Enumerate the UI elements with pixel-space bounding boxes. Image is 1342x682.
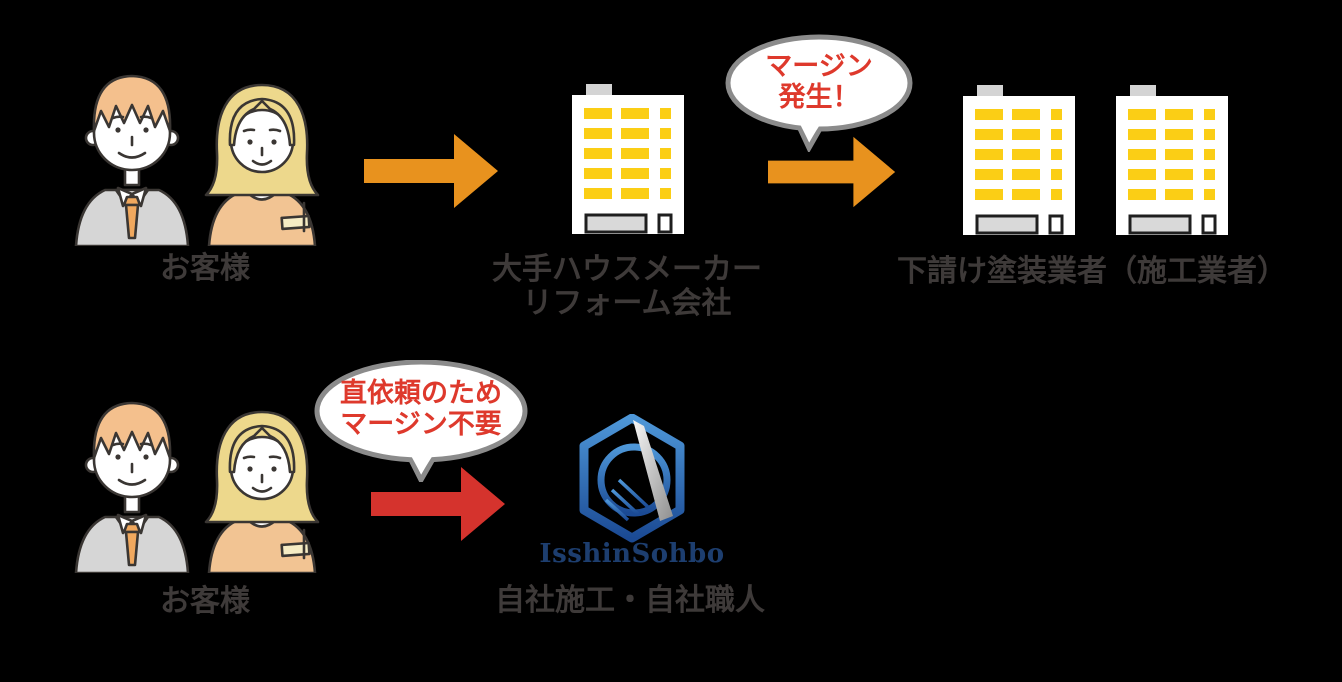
customer-couple-icon <box>66 61 336 246</box>
top-company-label: 大手ハウスメーカー リフォーム会社 <box>452 253 802 321</box>
direct-bubble-line2: マージン不要 <box>340 409 502 440</box>
company-logo-text: IsshinSohbo <box>539 539 725 569</box>
top-company-label-line2: リフォーム会社 <box>522 286 732 321</box>
direct-bubble-text: 直依頼のため マージン不要 <box>313 378 529 440</box>
subcontractor-label: 下請け塗装業者（施工業者） <box>897 254 1287 289</box>
office-building-icon <box>1116 85 1228 235</box>
company-logo-icon <box>576 414 688 544</box>
bottom-customer-label: お客様 <box>160 584 250 619</box>
office-building-icon <box>963 85 1075 235</box>
office-building-icon <box>572 84 684 234</box>
margin-speech-bubble: マージン 発生！ <box>724 34 914 152</box>
margin-bubble-line1: マージン <box>765 51 873 82</box>
customer-couple-icon <box>66 388 336 573</box>
margin-bubble-line2: 発生！ <box>778 82 860 113</box>
arrow-right-icon <box>768 134 898 210</box>
direct-speech-bubble: 直依頼のため マージン不要 <box>313 360 529 482</box>
direct-bubble-line1: 直依頼のため <box>340 378 502 409</box>
bottom-company-label: 自社施工・自社職人 <box>495 583 765 618</box>
arrow-right-icon <box>364 131 501 211</box>
top-customer-label: お客様 <box>160 251 250 286</box>
top-company-label-line1: 大手ハウスメーカー <box>492 252 762 287</box>
arrow-right-icon <box>371 464 508 544</box>
margin-bubble-text: マージン 発生！ <box>724 51 914 113</box>
